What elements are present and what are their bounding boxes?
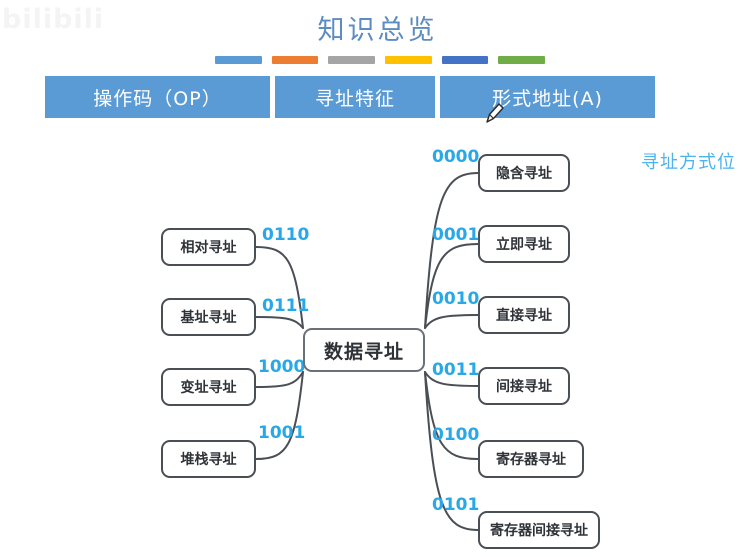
bits-1001: 1001 xyxy=(258,423,306,443)
connector-left-1 xyxy=(255,316,304,329)
connector-right-0 xyxy=(424,172,479,329)
swatch-gold xyxy=(385,56,432,64)
bits-0111: 0111 xyxy=(262,296,310,316)
bits-0110: 0110 xyxy=(262,225,310,245)
bits-0100: 0100 xyxy=(432,425,480,445)
bits-0000: 0000 xyxy=(432,147,480,167)
connector-left-3 xyxy=(255,371,304,460)
connector-right-3 xyxy=(424,371,479,387)
format-cell-op[interactable]: 操作码（OP） xyxy=(45,76,270,118)
format-cell-addr[interactable]: 形式地址(A) xyxy=(440,76,655,118)
bits-0101: 0101 xyxy=(432,495,480,515)
bits-0011: 0011 xyxy=(432,360,480,380)
node-0111[interactable]: 基址寻址 xyxy=(161,298,256,336)
node-1001[interactable]: 堆栈寻址 xyxy=(161,440,256,478)
bits-1000: 1000 xyxy=(258,357,306,377)
mindmap-connectors xyxy=(255,172,479,531)
page-title: 知识总览 xyxy=(317,15,438,46)
node-0010[interactable]: 直接寻址 xyxy=(478,296,570,334)
node-1000[interactable]: 变址寻址 xyxy=(161,368,256,406)
swatch-green xyxy=(498,56,546,64)
swatch-darkblue xyxy=(441,56,489,64)
node-0001[interactable]: 立即寻址 xyxy=(478,225,570,263)
bits-0001: 0001 xyxy=(432,225,480,245)
node-0011[interactable]: 间接寻址 xyxy=(478,367,570,405)
swatch-orange xyxy=(271,56,319,64)
bilibili-watermark: bilibili xyxy=(2,4,105,35)
connector-right-5 xyxy=(424,371,479,531)
connector-right-4 xyxy=(424,371,479,460)
connector-right-2 xyxy=(424,314,479,329)
format-cell-mode[interactable]: 寻址特征 xyxy=(275,76,435,118)
node-0100[interactable]: 寄存器寻址 xyxy=(478,440,584,478)
mode-bits-caption: 寻址方式位 xyxy=(641,152,736,173)
node-0110[interactable]: 相对寻址 xyxy=(161,228,256,266)
instruction-format-bars: 操作码（OP）寻址特征形式地址(A) xyxy=(45,76,655,118)
color-strip xyxy=(215,56,546,64)
connector-right-1 xyxy=(424,243,479,329)
connector-left-0 xyxy=(255,246,304,329)
node-center-data-addressing[interactable]: 数据寻址 xyxy=(303,328,425,372)
connector-left-2 xyxy=(255,371,304,388)
node-0101[interactable]: 寄存器间接寻址 xyxy=(478,511,600,549)
bits-0010: 0010 xyxy=(432,289,480,309)
swatch-blue xyxy=(215,56,262,64)
node-0000[interactable]: 隐含寻址 xyxy=(478,154,570,192)
swatch-gray xyxy=(328,56,376,64)
